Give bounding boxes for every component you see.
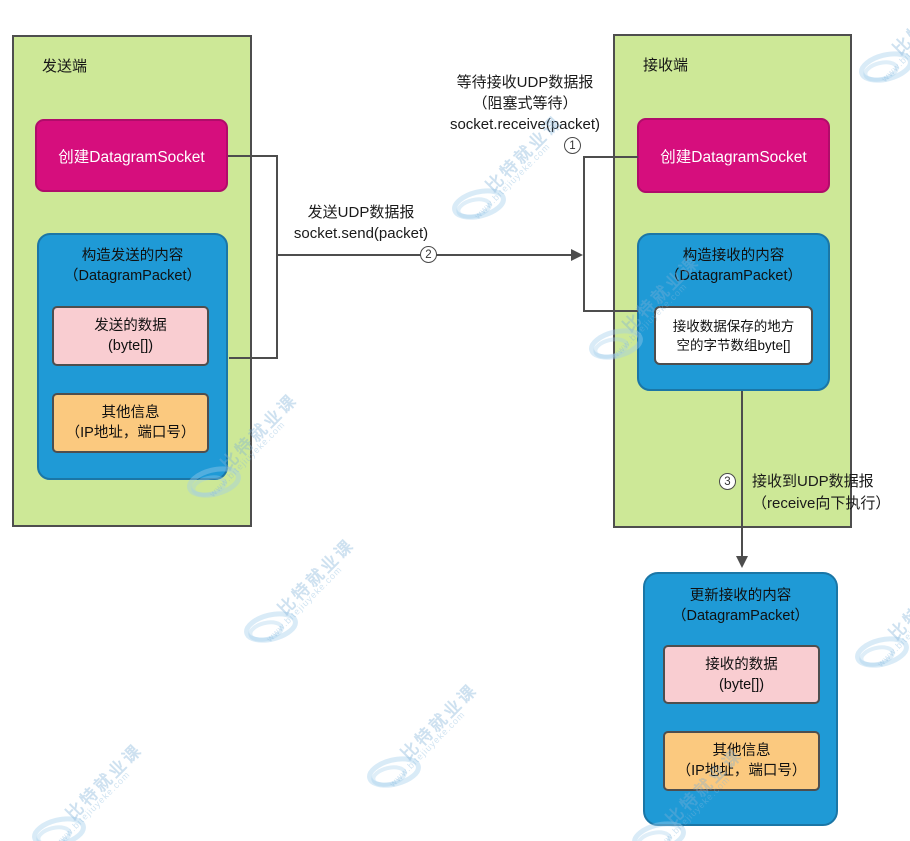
connector-sender-top [228, 155, 278, 157]
step-2-badge: 2 [420, 246, 437, 263]
result-info-line1: 其他信息 [712, 743, 771, 759]
sender-data-line2: (byte[]) [107, 338, 154, 354]
receiver-packet-title: 构造接收的内容 [682, 248, 785, 264]
receive-done-label: 接收到UDP数据报 （receive向下执行） [752, 471, 910, 515]
wait-label-line1: 等待接收UDP数据报 [456, 74, 594, 91]
sender-info-line2: （IP地址，端口号） [65, 425, 196, 441]
receive-done-line1: 接收到UDP数据报 [752, 473, 874, 490]
sender-title: 发送端 [42, 58, 88, 75]
receiver-create-socket-label: 创建DatagramSocket [660, 148, 807, 166]
watermark-url: www.bitejiuyeke.com [387, 709, 468, 789]
sender-create-socket-label: 创建DatagramSocket [58, 148, 205, 166]
result-title: 更新接收的内容 [689, 588, 792, 604]
watermark-url: www.bitejiuyeke.com [472, 141, 553, 221]
send-label-line2: socket.send(packet) [293, 225, 429, 242]
receive-arrowhead-icon [736, 556, 748, 568]
sender-data-line1: 发送的数据 [94, 318, 167, 334]
connector-receiver-bottom [583, 310, 638, 312]
watermark-logo-icon [244, 611, 298, 643]
connector-receiver-top [583, 156, 638, 158]
watermark-text: 比特就业课 [885, 559, 910, 644]
sender-packet-subtitle: （DatagramPacket） [64, 268, 201, 284]
watermark-url: www.bitejiuyeke.com [875, 589, 910, 669]
wait-label-line2: （阻塞式等待） [472, 95, 578, 112]
receiver-buffer-line1: 接收数据保存的地方 [672, 318, 795, 334]
connector-receiver-vertical [583, 156, 585, 312]
wait-label-line3: socket.receive(packet) [449, 116, 601, 133]
watermark-logo-icon [855, 636, 909, 668]
send-arrowhead-icon [571, 249, 583, 261]
receive-arrow-line [741, 391, 743, 558]
receiver-packet-subtitle: （DatagramPacket） [665, 268, 802, 284]
receiver-buffer-box: 接收数据保存的地方 空的字节数组byte[] [654, 306, 813, 365]
step-1-badge: 1 [564, 137, 581, 154]
send-label: 发送UDP数据报 socket.send(packet) [275, 202, 447, 244]
receiver-buffer-line2: 空的字节数组byte[] [676, 337, 791, 353]
sender-create-socket-box: 创建DatagramSocket [35, 119, 228, 192]
result-info-box: 其他信息 （IP地址，端口号） [663, 731, 820, 791]
send-label-line1: 发送UDP数据报 [307, 204, 415, 221]
watermark-url: www.bitejiuyeke.com [264, 564, 345, 644]
result-data-line2: (byte[]) [718, 676, 765, 693]
watermark-logo-icon [859, 51, 910, 83]
watermark-logo-icon [452, 188, 506, 220]
result-data-line1: 接收的数据 [705, 656, 778, 673]
sender-packet-title: 构造发送的内容 [81, 248, 184, 264]
sender-info-box: 其他信息 （IP地址，端口号） [52, 393, 209, 453]
result-info-line2: （IP地址，端口号） [676, 763, 807, 779]
watermark-url: www.bitejiuyeke.com [52, 769, 133, 841]
result-subtitle: （DatagramPacket） [672, 608, 809, 624]
wait-label: 等待接收UDP数据报 （阻塞式等待） socket.receive(packet… [425, 72, 625, 135]
watermark-url: www.bitejiuyeke.com [879, 4, 910, 84]
step-3-badge: 3 [719, 473, 736, 490]
connector-sender-bottom [229, 357, 278, 359]
receiver-title: 接收端 [643, 57, 689, 74]
watermark-text: 比特就业课 [274, 534, 359, 619]
receiver-create-socket-box: 创建DatagramSocket [637, 118, 830, 193]
watermark-logo-icon [367, 756, 421, 788]
connector-sender-vertical [276, 155, 278, 359]
result-data-box: 接收的数据 (byte[]) [663, 645, 820, 704]
watermark-logo-icon [32, 816, 86, 841]
receive-done-line2: （receive向下执行） [752, 495, 891, 512]
watermark-text: 比特就业课 [62, 739, 147, 824]
sender-info-line1: 其他信息 [101, 405, 160, 421]
watermark-text: 比特就业课 [397, 679, 482, 764]
sender-data-box: 发送的数据 (byte[]) [52, 306, 209, 366]
watermark-text: 比特就业课 [889, 0, 910, 59]
